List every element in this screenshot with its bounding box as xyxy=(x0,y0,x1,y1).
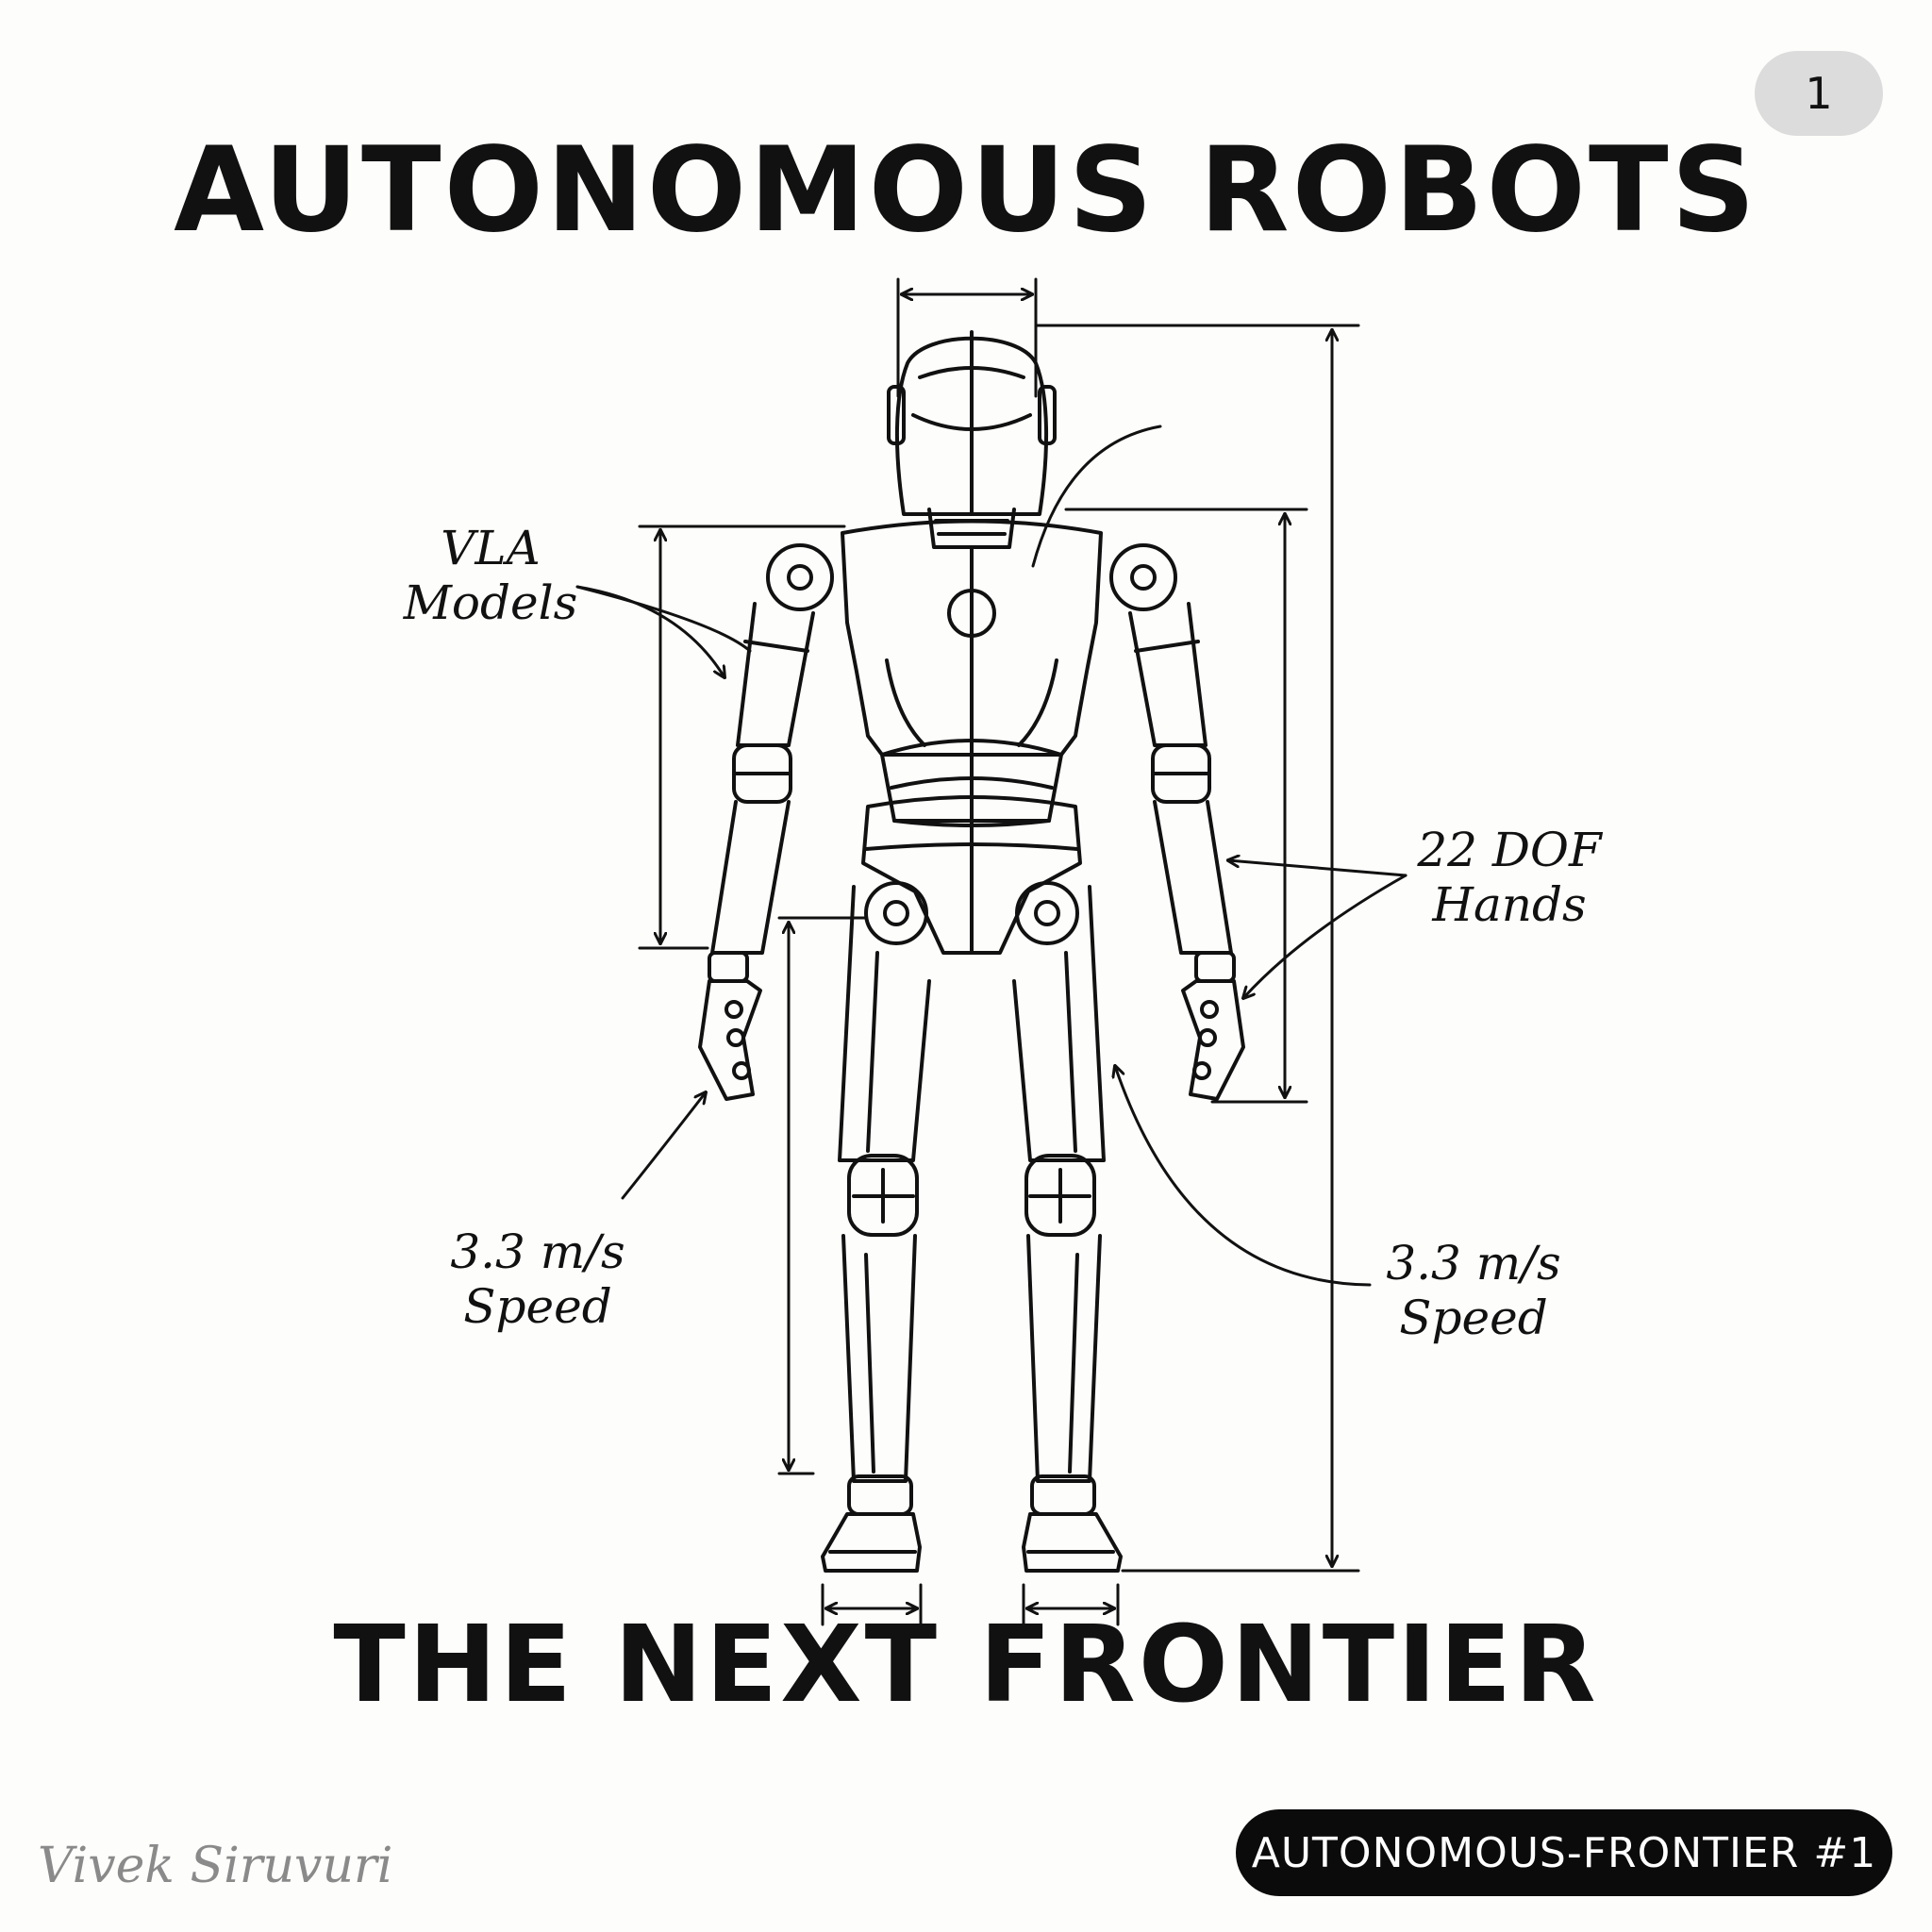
speed-left-leader xyxy=(621,1092,706,1200)
robot-head xyxy=(894,336,1049,516)
speed-right-line2: Speed xyxy=(1399,1291,1548,1345)
right-hip-joint xyxy=(1015,881,1079,945)
right-thigh xyxy=(1012,885,1106,1162)
left-thigh xyxy=(838,885,931,1162)
author-signature: Vivek Siruvuri xyxy=(38,1838,393,1894)
left-upper-arm xyxy=(736,602,815,747)
robot-abdomen xyxy=(880,739,1063,823)
hands-callout-line2: Hands xyxy=(1432,877,1587,932)
vla-models-callout: VLA Models xyxy=(396,521,585,630)
speed-right-line1: 3.3 m/s xyxy=(1386,1236,1561,1291)
left-knee xyxy=(847,1154,919,1237)
speed-left-line2: Speed xyxy=(463,1279,612,1334)
chest-core xyxy=(947,589,996,638)
vla-callout-line2: Models xyxy=(403,575,578,630)
page-subtitle: THE NEXT FRONTIER xyxy=(333,1604,1599,1726)
hands-callout-line1: 22 DOF xyxy=(1417,823,1602,877)
left-shoulder-joint xyxy=(766,543,834,611)
left-shin xyxy=(841,1234,917,1483)
left-hip-joint xyxy=(864,881,928,945)
left-forearm xyxy=(710,800,791,955)
hands-leader-1 xyxy=(1228,860,1407,877)
dimension-lines xyxy=(638,277,1360,1626)
vla-callout-line1: VLA xyxy=(441,521,541,575)
speed-left-callout: 3.3 m/s Speed xyxy=(434,1224,641,1334)
right-forearm xyxy=(1153,800,1233,955)
speed-right-leader xyxy=(1115,1066,1372,1287)
right-shoulder-joint xyxy=(1109,543,1177,611)
hands-leader-2 xyxy=(1243,874,1407,998)
callout-leaders xyxy=(575,425,1407,1287)
vla-leader-2 xyxy=(575,585,752,653)
vla-leader-1 xyxy=(575,585,724,677)
right-knee xyxy=(1024,1154,1096,1237)
speed-left-line1: 3.3 m/s xyxy=(450,1224,625,1279)
right-upper-arm xyxy=(1128,602,1208,747)
dof-hands-callout: 22 DOF Hands xyxy=(1396,823,1623,932)
speed-right-callout: 3.3 m/s Speed xyxy=(1370,1236,1577,1345)
page-title: AUTONOMOUS ROBOTS xyxy=(174,123,1758,258)
series-tag: AUTONOMOUS-FRONTIER #1 xyxy=(1236,1809,1892,1896)
robot-figure xyxy=(698,330,1245,1573)
right-foot xyxy=(1022,1512,1123,1573)
page-number-badge: 1 xyxy=(1755,51,1883,136)
robot-pelvis xyxy=(861,795,1082,955)
robot-torso xyxy=(841,519,1103,757)
left-foot xyxy=(821,1512,922,1573)
right-shin xyxy=(1026,1234,1102,1483)
